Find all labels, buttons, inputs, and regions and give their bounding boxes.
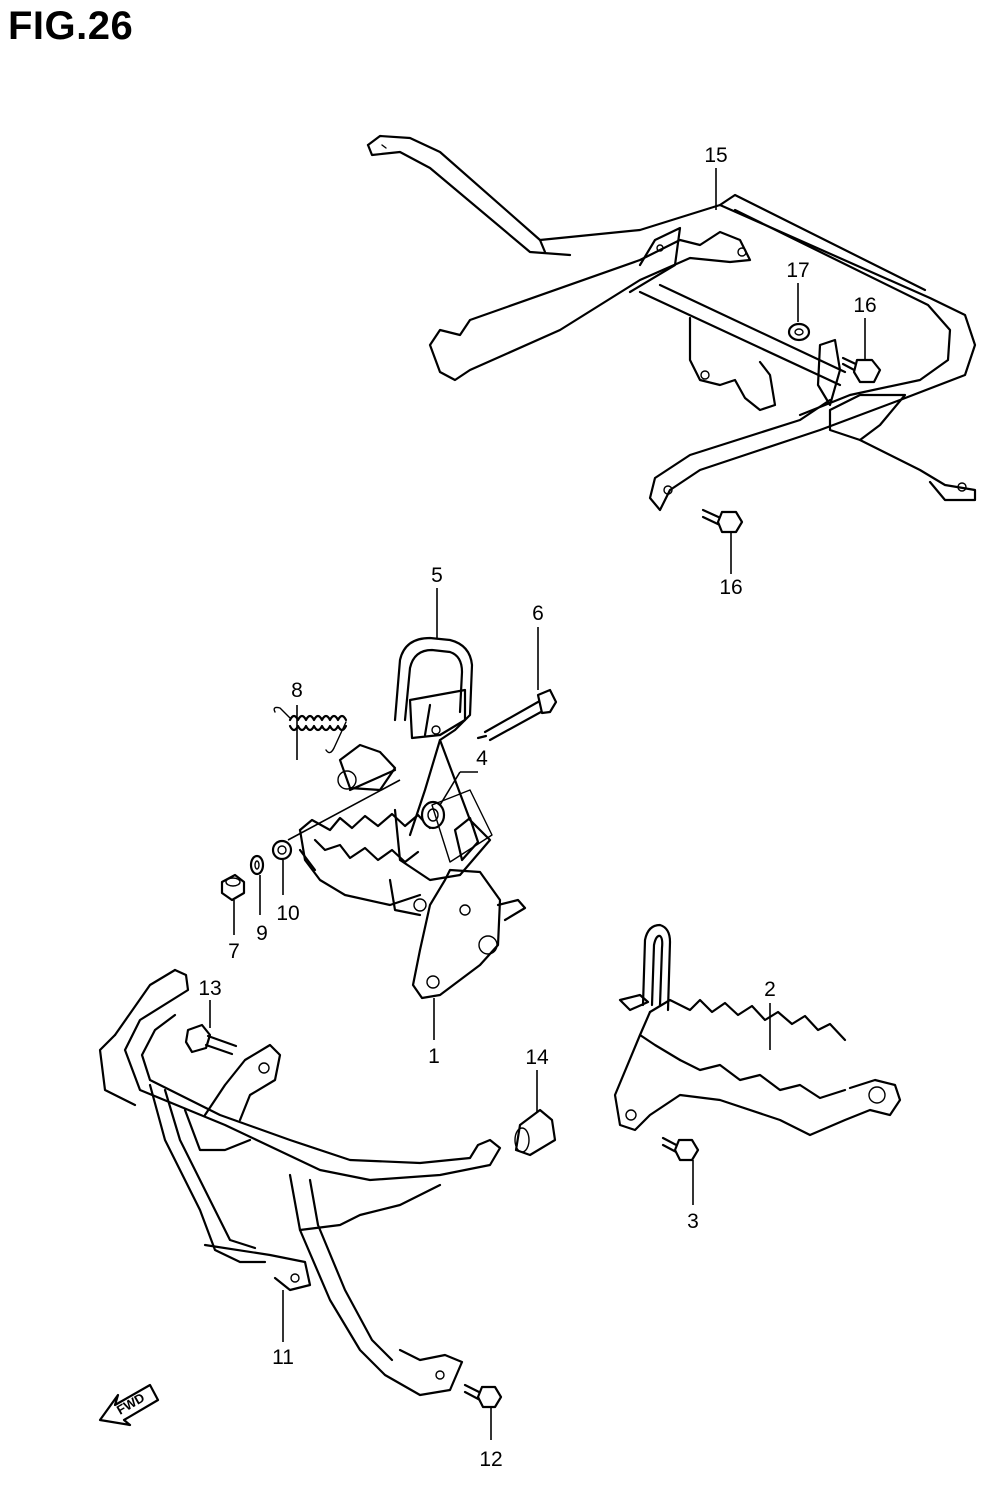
callout-15: 15 — [704, 144, 727, 167]
callout-1: 1 — [428, 1045, 440, 1068]
callout-17: 17 — [786, 259, 809, 282]
bolt-16-upper — [841, 356, 882, 384]
fwd-arrow: FWD — [98, 1383, 160, 1427]
callout-3: 3 — [687, 1210, 699, 1233]
callout-13: 13 — [198, 977, 221, 1000]
callout-7: 7 — [228, 940, 240, 963]
spring-8 — [273, 706, 348, 754]
bolt-3 — [661, 1136, 700, 1162]
nut-17 — [787, 322, 811, 342]
bolt-12 — [463, 1383, 503, 1409]
footrest-1 — [298, 743, 432, 917]
footrest-2 — [613, 923, 902, 1137]
pin-6 — [476, 688, 558, 742]
bracket-plate-1 — [411, 868, 527, 1000]
callout-12: 12 — [479, 1448, 502, 1471]
callout-14: 14 — [525, 1046, 549, 1069]
callout-6: 6 — [532, 602, 544, 625]
figure-title: FIG.26 — [8, 4, 134, 48]
leader-lines — [209, 168, 866, 1440]
callout-9: 9 — [256, 922, 268, 945]
bolt-13 — [184, 1023, 238, 1056]
callout-11: 11 — [272, 1346, 294, 1369]
callout-2: 2 — [764, 978, 776, 1001]
cap-14 — [514, 1108, 557, 1157]
bolt-16-lower — [701, 508, 744, 534]
nut-7 — [220, 873, 246, 902]
callout-labels: 15 17 16 16 5 6 8 4 7 9 10 1 2 3 13 14 1… — [198, 144, 876, 1471]
collar-4 — [420, 789, 493, 863]
callout-5: 5 — [431, 564, 443, 587]
callout-16-lower: 16 — [719, 576, 742, 599]
front-guard-11 — [98, 968, 502, 1397]
callout-8: 8 — [291, 679, 303, 702]
callout-4: 4 — [476, 747, 488, 770]
washer-9 — [249, 854, 265, 876]
callout-16-upper: 16 — [853, 294, 876, 317]
washer-10 — [271, 839, 293, 861]
fwd-label: FWD — [114, 1390, 147, 1418]
rear-carrier-frame — [366, 134, 977, 512]
callout-10: 10 — [276, 902, 299, 925]
